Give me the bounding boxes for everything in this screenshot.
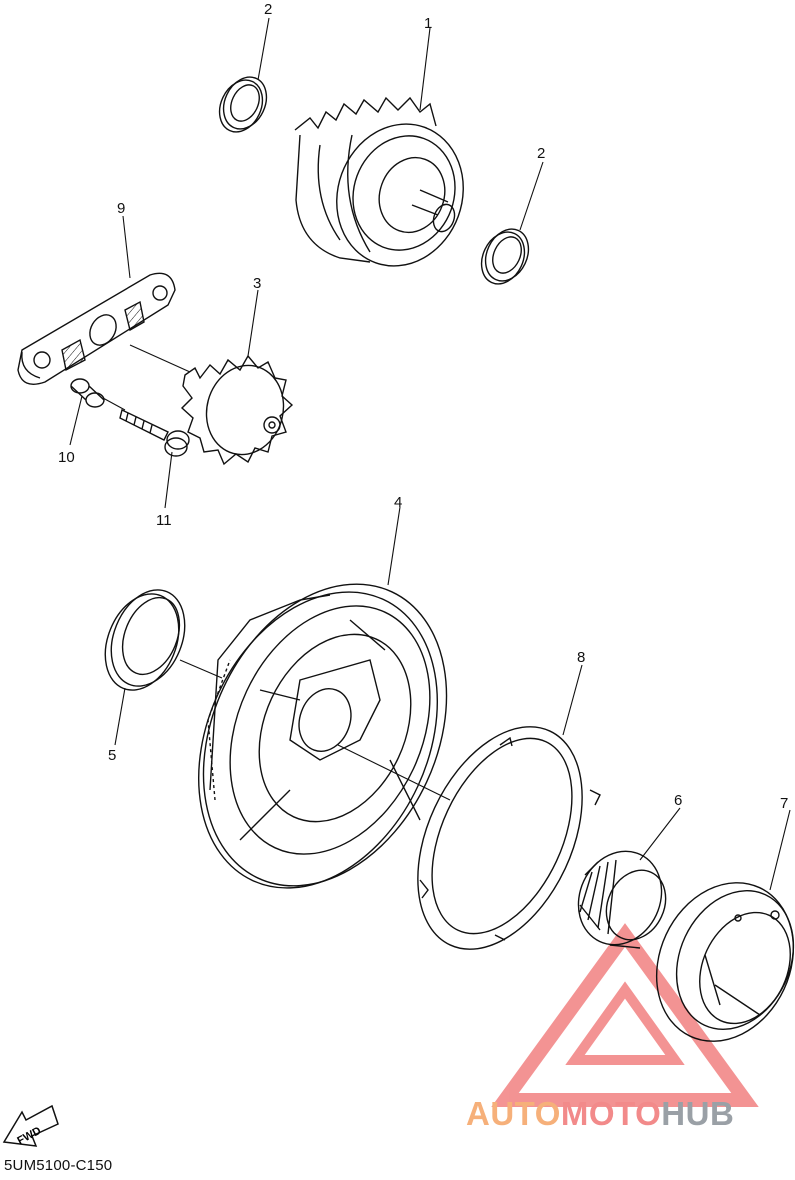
plate-9 — [17, 272, 176, 385]
callout-6: 6 — [674, 792, 682, 809]
fwd-label: FWD — [15, 1125, 43, 1147]
washer-2-right — [480, 228, 530, 285]
callout-11: 11 — [156, 512, 172, 529]
callout-8: 8 — [577, 649, 585, 666]
starter-gear-4 — [198, 583, 448, 889]
watermark-part-2: MOTO — [560, 1095, 662, 1132]
bolt-11 — [119, 408, 190, 457]
callout-1: 1 — [424, 15, 432, 32]
leader-lines — [69, 17, 791, 891]
bearing-6 — [577, 850, 667, 949]
watermark-logo — [491, 923, 759, 1107]
callout-9: 9 — [117, 200, 125, 217]
callout-4: 4 — [394, 494, 402, 511]
callout-2-right: 2 — [537, 145, 545, 162]
callout-10: 10 — [58, 449, 75, 466]
callout-5: 5 — [108, 747, 116, 764]
watermark-part-3: HUB — [661, 1095, 735, 1132]
callout-2-upper: 2 — [264, 1, 272, 18]
clutch-7 — [655, 882, 795, 1042]
washer-2-upper — [218, 76, 268, 133]
callout-7: 7 — [780, 795, 788, 812]
gear-3 — [180, 354, 294, 466]
callout-3: 3 — [253, 275, 261, 292]
plate-8 — [417, 726, 601, 950]
idle-gear-1 — [294, 96, 464, 267]
watermark-text: AUTOMOTOHUB — [466, 1095, 734, 1133]
callout-labels: 2 1 2 9 3 10 11 4 8 5 6 7 FWD — [15, 1, 788, 1147]
fwd-arrow — [2, 1104, 59, 1147]
diagram-code: 5UM5100-C150 — [4, 1157, 113, 1174]
watermark-part-1: AUTO — [466, 1095, 561, 1132]
collar-10 — [70, 378, 105, 408]
washer-5 — [104, 589, 186, 691]
